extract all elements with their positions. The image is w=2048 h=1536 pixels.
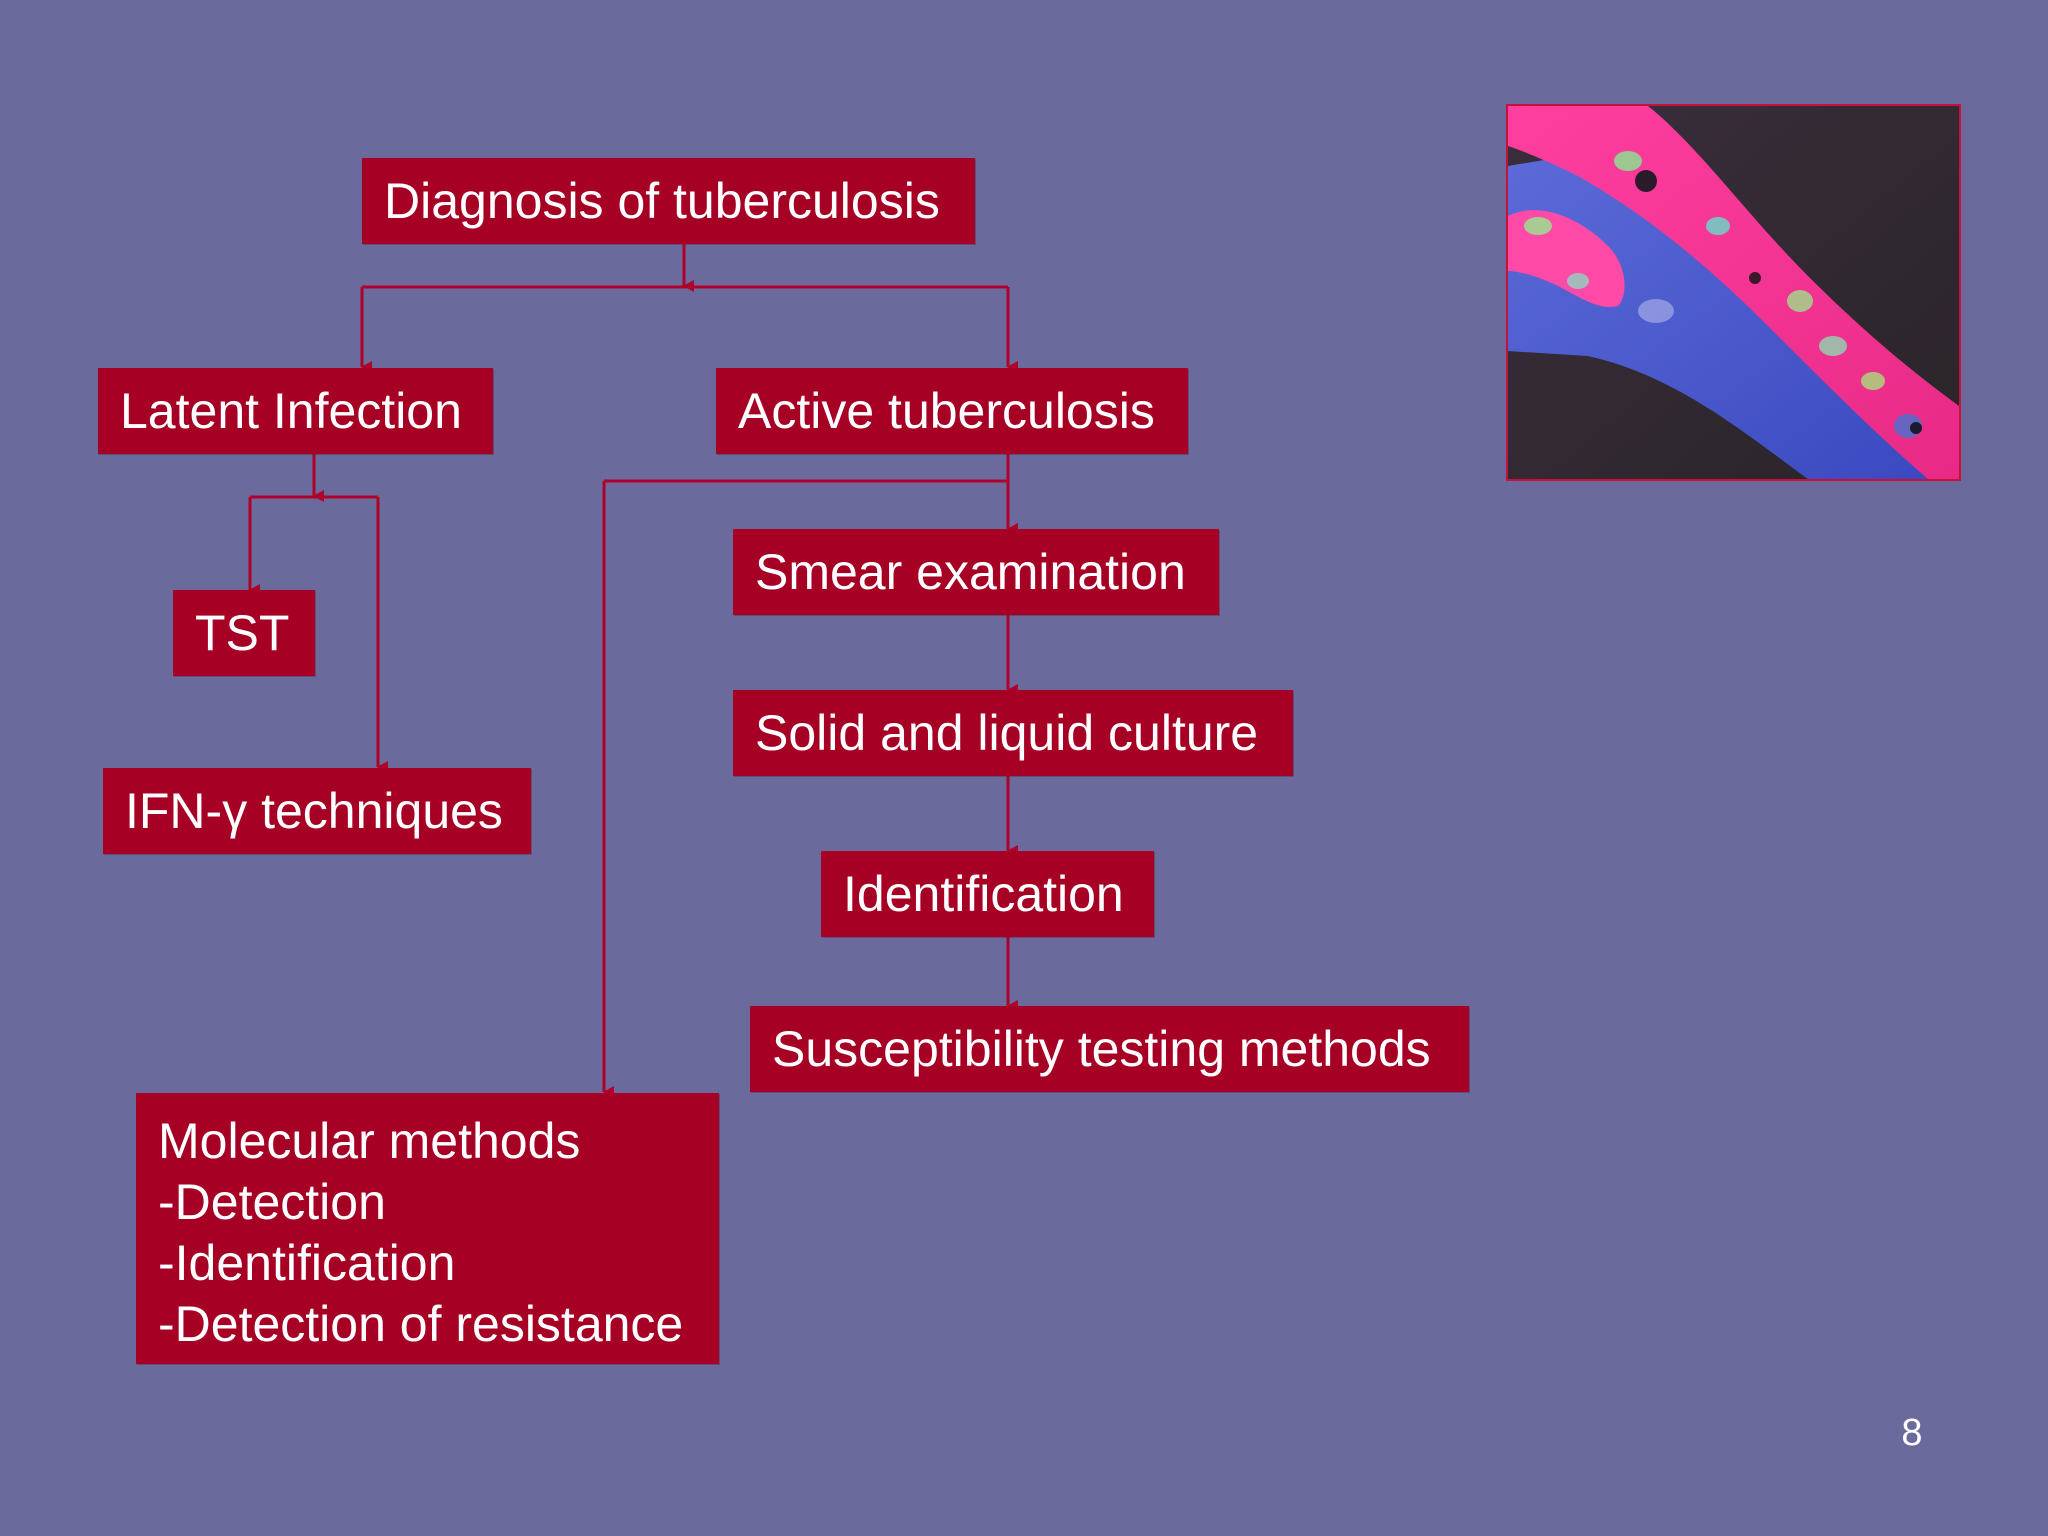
node-label: Latent Infection (120, 383, 462, 439)
node-active-tuberculosis: Active tuberculosis (716, 368, 1188, 454)
node-latent-infection: Latent Infection (98, 368, 493, 454)
node-label: Solid and liquid culture (755, 705, 1259, 761)
node-label: TST (195, 605, 290, 661)
node-label: IFN-γ techniques (125, 783, 503, 839)
molecular-item-detection: -Detection (158, 1174, 386, 1230)
node-tst: TST (173, 590, 315, 676)
node-label: Identification (843, 866, 1124, 922)
node-diagnosis-of-tuberculosis: Diagnosis of tuberculosis (362, 158, 975, 244)
node-molecular-methods: Molecular methods -Detection -Identifica… (136, 1093, 719, 1364)
node-label: Active tuberculosis (738, 383, 1155, 439)
page-number: 8 (1901, 1412, 1923, 1454)
micrograph-image (1506, 104, 1961, 481)
node-identification: Identification (821, 851, 1154, 937)
node-solid-and-liquid-culture: Solid and liquid culture (733, 690, 1293, 776)
node-susceptibility-testing-methods: Susceptibility testing methods (750, 1006, 1469, 1092)
node-label: Susceptibility testing methods (772, 1021, 1431, 1077)
node-ifn-gamma-techniques: IFN-γ techniques (103, 768, 531, 854)
molecular-item-detection-of-resistance: -Detection of resistance (158, 1296, 684, 1352)
node-label: Diagnosis of tuberculosis (384, 173, 940, 229)
node-smear-examination: Smear examination (733, 529, 1219, 615)
molecular-title: Molecular methods (158, 1113, 581, 1169)
node-label: Smear examination (755, 544, 1186, 600)
molecular-item-identification: -Identification (158, 1235, 456, 1291)
